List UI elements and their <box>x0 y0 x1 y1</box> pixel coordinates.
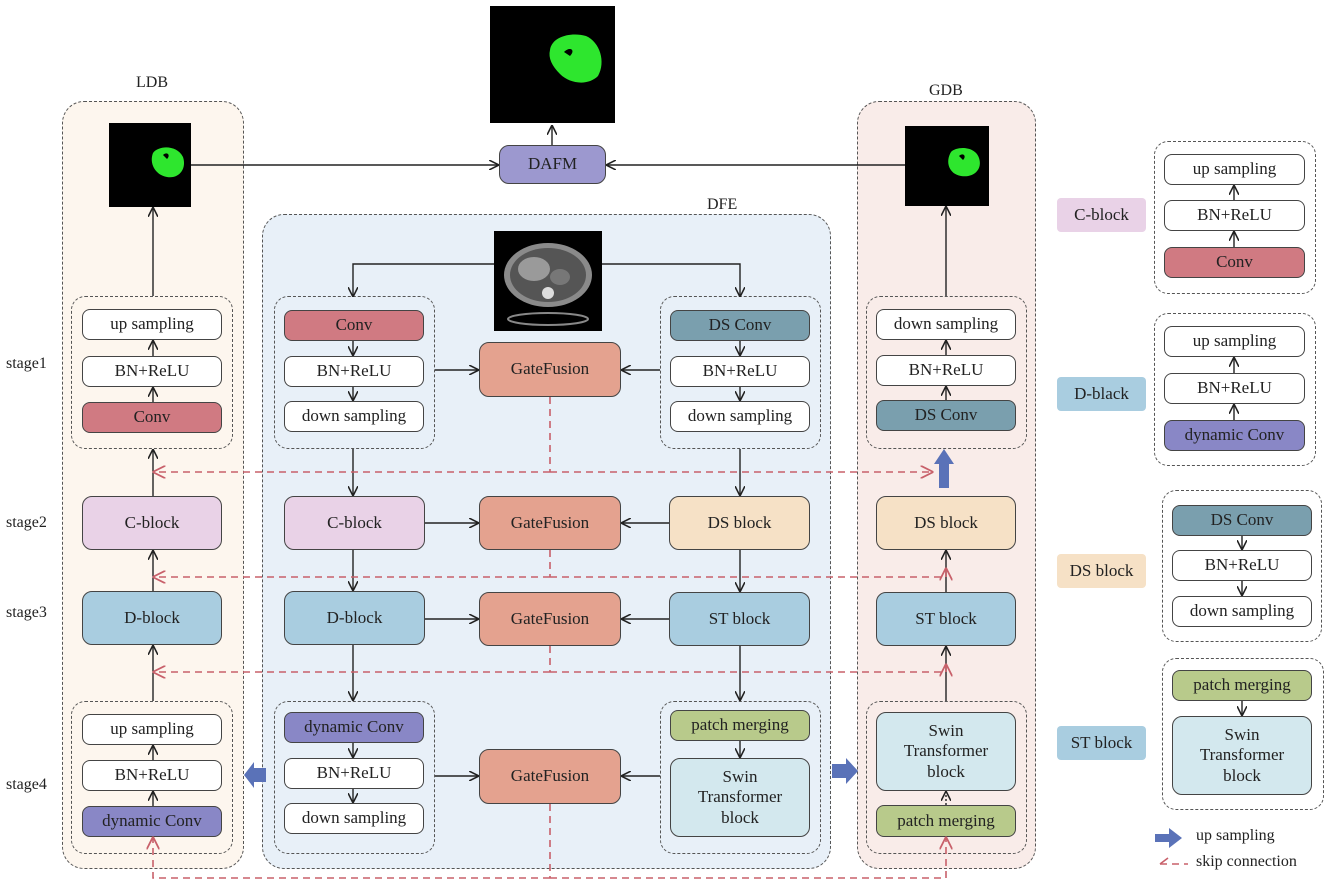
dfe-conv-1: Conv <box>284 310 424 341</box>
dfe-right-stage4-group <box>660 701 821 854</box>
ldb-mask-image <box>109 123 191 207</box>
legend-skip-connection-text: skip connection <box>1196 853 1297 870</box>
legend-c-block-label: C-block <box>1057 198 1146 232</box>
ldb-upsampling-1: up sampling <box>82 309 222 340</box>
legend-c-conv: Conv <box>1164 247 1305 278</box>
dfe-dsconv-1: DS Conv <box>670 310 810 341</box>
legend-c-block-group <box>1154 141 1316 294</box>
up-arrow-dfe-gdb <box>832 758 858 784</box>
dfe-swin-block: Swin Transformer block <box>670 758 810 837</box>
legend-d-dynamic-conv: dynamic Conv <box>1164 420 1305 451</box>
dfe-dynamic-conv-4: dynamic Conv <box>284 712 424 743</box>
ldb-bnrelu-4: BN+ReLU <box>82 760 222 791</box>
legend-st-block-group <box>1162 658 1324 810</box>
dfe-bnrelu-4: BN+ReLU <box>284 758 424 789</box>
gatefusion-stage1: GateFusion <box>479 342 621 397</box>
stage2-label: stage2 <box>6 514 47 531</box>
legend-st-block-label: ST block <box>1057 726 1146 760</box>
legend-ds-bnrelu: BN+ReLU <box>1172 550 1312 581</box>
gdb-downsampling-1: down sampling <box>876 309 1016 340</box>
arrow-ct-left <box>353 263 494 296</box>
ldb-dynamic-conv-4: dynamic Conv <box>82 806 222 837</box>
dfe-ds-block: DS block <box>669 496 810 550</box>
dfe-title: DFE <box>707 196 738 213</box>
dafm-box: DAFM <box>499 145 606 184</box>
ldb-conv-1: Conv <box>82 402 222 433</box>
ldb-c-block: C-block <box>82 496 222 550</box>
legend-d-block-group <box>1154 313 1316 466</box>
gatefusion-stage2: GateFusion <box>479 496 621 550</box>
legend-d-upsampling: up sampling <box>1164 326 1305 357</box>
ct-scan-image <box>494 231 602 331</box>
gdb-ds-block: DS block <box>876 496 1016 550</box>
gdb-bnrelu-1: BN+ReLU <box>876 355 1016 386</box>
ldb-stage1-group <box>71 296 233 449</box>
legend-swin-line1: Swin <box>1224 724 1260 744</box>
up-arrow-gdb <box>934 449 954 488</box>
legend-swin-line3: block <box>1223 765 1261 785</box>
gdb-title: GDB <box>929 82 963 99</box>
gdb-swin-block: Swin Transformer block <box>876 712 1016 791</box>
dfe-swin-line2: Transformer <box>697 787 783 807</box>
output-mask-image <box>490 6 615 123</box>
gdb-swin-line3: block <box>927 761 965 781</box>
dfe-swin-line3: block <box>721 807 759 827</box>
gdb-mask-image <box>905 126 989 206</box>
dfe-left-stage4-group <box>274 701 435 854</box>
legend-ds-downsampling: down sampling <box>1172 596 1312 627</box>
gatefusion-stage3: GateFusion <box>479 592 621 646</box>
dfe-bnrelu-1: BN+ReLU <box>284 356 424 387</box>
dfe-c-block: C-block <box>284 496 425 550</box>
legend-ds-dsconv: DS Conv <box>1172 505 1312 536</box>
ldb-title: LDB <box>136 74 168 91</box>
dfe-swin-line1: Swin <box>722 766 758 786</box>
legend-d-block-label: D-black <box>1057 377 1146 411</box>
legend-c-bnrelu: BN+ReLU <box>1164 200 1305 231</box>
dfe-downsampling-1: down sampling <box>284 401 424 432</box>
legend-ds-block-group <box>1162 490 1322 642</box>
legend-up-arrow-icon <box>1155 828 1182 848</box>
dfe-right-downsampling-1: down sampling <box>670 401 810 432</box>
legend-st-swin: Swin Transformer block <box>1172 716 1312 795</box>
dfe-right-bnrelu-1: BN+ReLU <box>670 356 810 387</box>
legend-up-sampling-text: up sampling <box>1196 827 1275 844</box>
stage3-label: stage3 <box>6 604 47 621</box>
stage4-label: stage4 <box>6 776 47 793</box>
ldb-upsampling-4: up sampling <box>82 714 222 745</box>
gatefusion-stage4: GateFusion <box>479 749 621 804</box>
gdb-stage1-group <box>866 296 1027 449</box>
gdb-st-block: ST block <box>876 592 1016 646</box>
legend-swin-line2: Transformer <box>1199 745 1285 765</box>
dfe-downsampling-4: down sampling <box>284 803 424 834</box>
dfe-d-block: D-block <box>284 591 425 645</box>
gdb-patch-merging: patch merging <box>876 805 1016 837</box>
gdb-swin-line2: Transformer <box>903 741 989 761</box>
dfe-st-block: ST block <box>669 592 810 646</box>
up-arrow-ldb <box>244 762 266 788</box>
dfe-patch-merging: patch merging <box>670 710 810 741</box>
ldb-stage4-group <box>71 701 233 854</box>
gdb-dsconv-1: DS Conv <box>876 400 1016 431</box>
ldb-d-block: D-block <box>82 591 222 645</box>
legend-ds-block-label: DS block <box>1057 554 1146 588</box>
gdb-swin-line1: Swin <box>928 720 964 740</box>
ldb-bnrelu-1: BN+ReLU <box>82 356 222 387</box>
arrow-ct-right <box>602 263 740 296</box>
stage1-label: stage1 <box>6 355 47 372</box>
legend-c-upsampling: up sampling <box>1164 154 1305 185</box>
legend-d-bnrelu: BN+ReLU <box>1164 373 1305 404</box>
legend-st-patch-merging: patch merging <box>1172 670 1312 701</box>
